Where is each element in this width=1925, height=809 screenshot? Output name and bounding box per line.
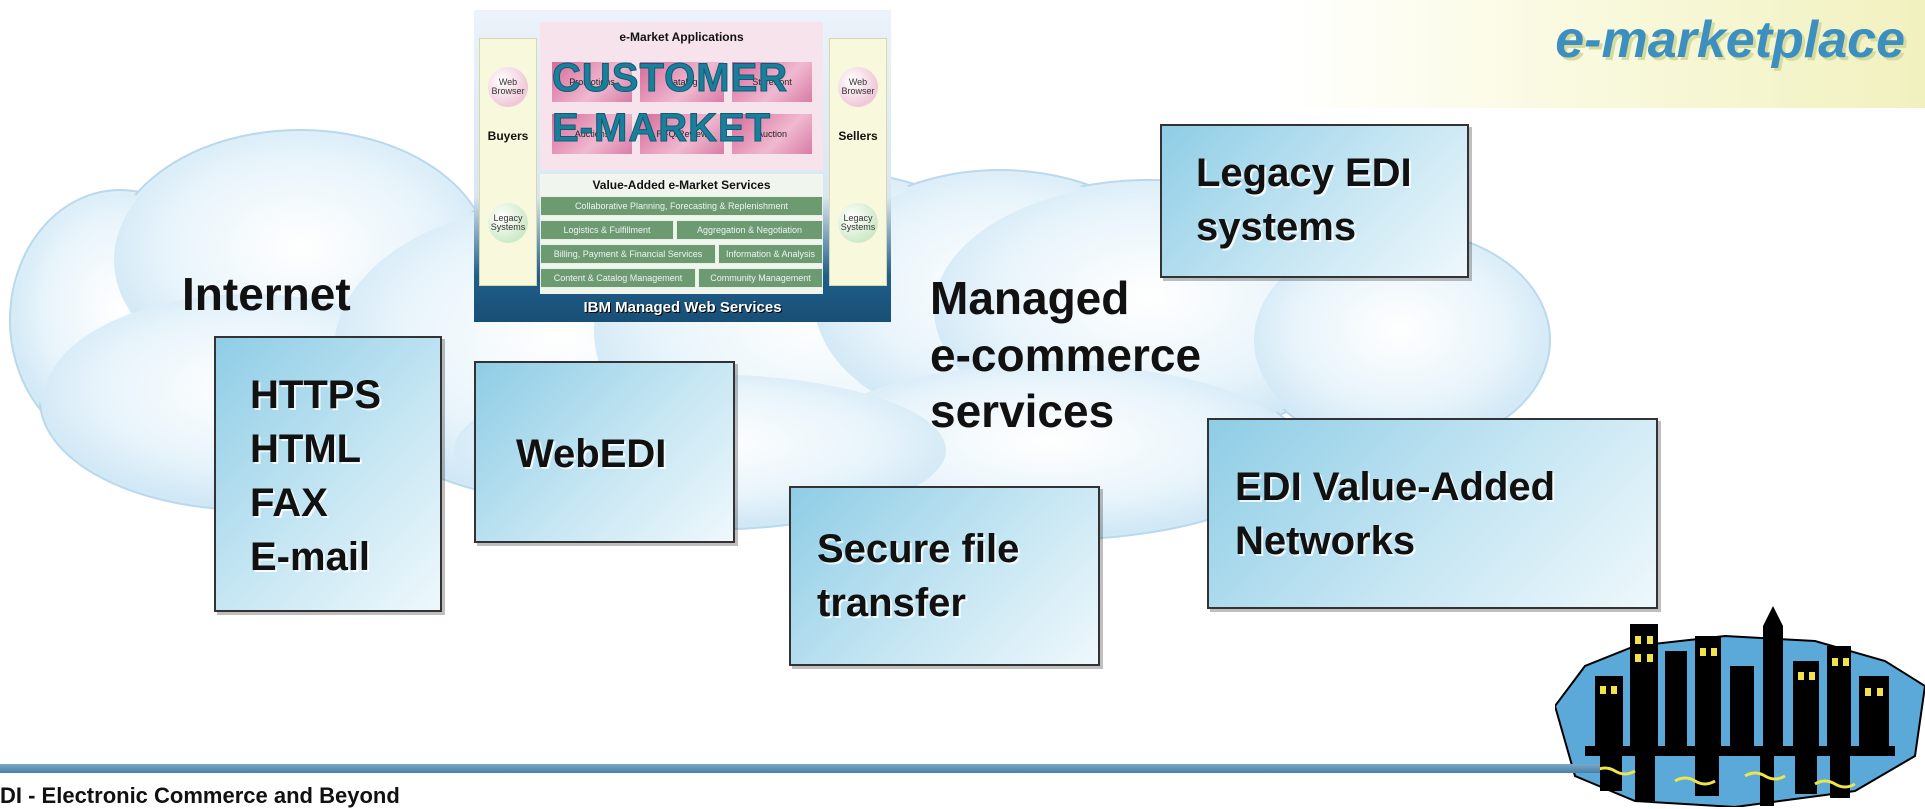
app-cell: Promotions <box>552 62 632 102</box>
service-row: Billing, Payment & Financial Services <box>540 244 716 264</box>
secure-file-line-2: transfer <box>817 581 966 625</box>
service-row: Information & Analysis <box>718 244 823 264</box>
webedi-label: WebEDI <box>516 432 667 476</box>
app-cell: Storefront <box>732 62 812 102</box>
secure-file-box: Secure file transfer <box>789 486 1100 666</box>
protocol-email: E-mail <box>250 535 371 579</box>
app-cell: Auction <box>732 114 812 154</box>
app-cell: Auctions <box>552 114 632 154</box>
managed-line-3: services <box>930 385 1115 438</box>
managed-line-1: Managed <box>930 272 1130 324</box>
secure-file-line-1: Secure file <box>817 527 1020 571</box>
footer-text: DI - Electronic Commerce and Beyond <box>0 783 400 808</box>
app-cell: RFQ/Review <box>640 114 724 154</box>
edi-van-box: EDI Value-Added Networks <box>1207 418 1658 609</box>
service-row: Community Management <box>698 268 823 288</box>
sellers-column: Web Browser Sellers Legacy Systems <box>829 38 887 286</box>
slide-title: e-marketplace <box>1555 11 1905 69</box>
protocol-https: HTTPS <box>250 373 382 417</box>
service-row: Content & Catalog Management <box>540 268 696 288</box>
city-skyline-icon <box>1555 606 1925 807</box>
protocols-box: HTTPS HTML FAX E-mail <box>214 336 442 612</box>
legacy-edi-line-1: Legacy EDI <box>1196 151 1412 195</box>
apps-title: e-Market Applications <box>619 30 744 44</box>
emarket-overlay-text: E-MARKET <box>551 106 772 151</box>
seller-web-browser-icon: Web Browser <box>838 67 878 107</box>
emarket-applications: e-Market Applications Promotions Catalog… <box>540 22 823 170</box>
protocol-html: HTML <box>250 427 362 471</box>
customer-overlay-text: CUSTOMER <box>551 56 789 101</box>
sellers-label: Sellers <box>838 129 878 143</box>
title-banner: e-marketplace <box>1280 0 1925 108</box>
value-added-services: Value-Added e-Market Services Collaborat… <box>540 174 823 294</box>
managed-services-label: Managed e-commerce services <box>930 270 1201 440</box>
edi-van-line-1: EDI Value-Added <box>1235 465 1556 509</box>
buyer-web-browser-icon: Web Browser <box>488 67 528 107</box>
service-row: Logistics & Fulfillment <box>540 220 674 240</box>
legacy-edi-box: Legacy EDI systems <box>1160 124 1469 278</box>
buyer-legacy-systems-icon: Legacy Systems <box>488 203 528 243</box>
seller-legacy-systems-icon: Legacy Systems <box>838 203 878 243</box>
webedi-box: WebEDI <box>474 361 735 543</box>
service-row: Collaborative Planning, Forecasting & Re… <box>540 196 823 216</box>
app-cell: Catalog <box>640 62 724 102</box>
managed-line-2: e-commerce <box>930 328 1202 381</box>
buyers-column: Web Browser Buyers Legacy Systems <box>479 38 537 286</box>
edi-van-line-2: Networks <box>1235 519 1416 563</box>
ibm-managed-web-services: IBM Managed Web Services <box>583 299 782 316</box>
services-title: Value-Added e-Market Services <box>592 178 771 192</box>
protocol-fax: FAX <box>250 481 328 525</box>
internet-label: Internet <box>182 268 351 320</box>
buyers-label: Buyers <box>487 129 529 143</box>
service-row: Aggregation & Negotiation <box>676 220 823 240</box>
emarket-panel: Web Browser Buyers Legacy Systems Web Br… <box>474 10 891 322</box>
legacy-edi-line-2: systems <box>1196 205 1357 249</box>
footer-divider <box>0 764 1600 773</box>
